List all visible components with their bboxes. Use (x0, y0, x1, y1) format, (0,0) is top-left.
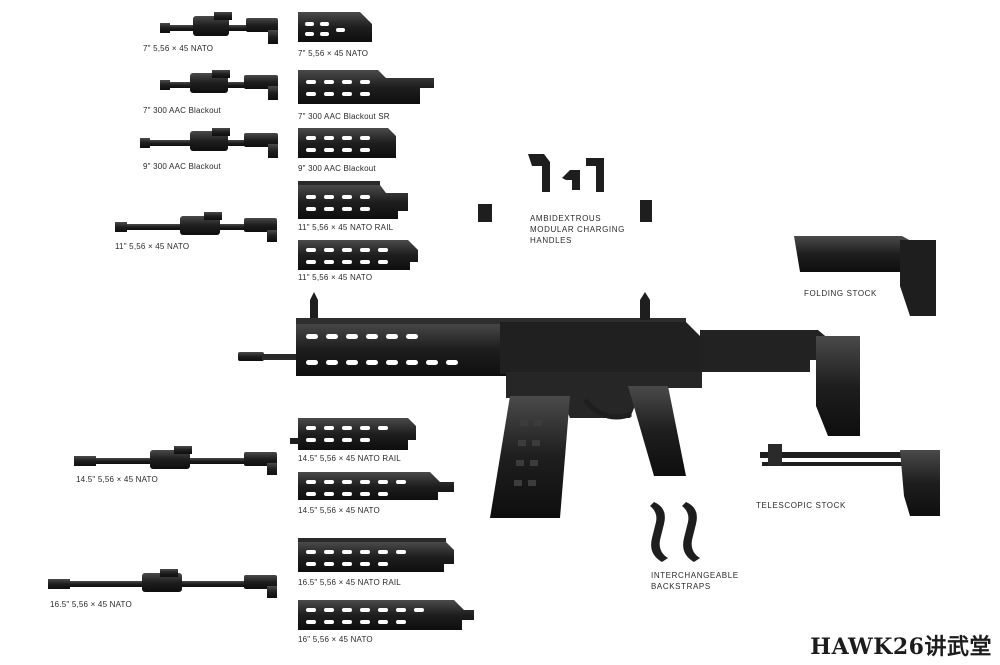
handguard-label-16-556: 16" 5,56 × 45 NATO (298, 635, 373, 644)
handguard-16-rail-image (298, 538, 454, 572)
telescopic-stock-image (760, 444, 940, 516)
barrel-label-9-300: 9" 300 AAC Blackout (143, 162, 221, 171)
handguard-label-11-rail: 11" 5,56 × 45 NATO RAIL (298, 223, 394, 232)
handguard-14-rail-image (290, 418, 416, 450)
charging-handles-image (478, 154, 652, 222)
handguard-14-556-image (298, 472, 454, 500)
barrel-16-556-image (48, 569, 277, 598)
handguard-11-556-image (298, 240, 418, 270)
barrel-11-556-image (115, 212, 277, 242)
barrel-label-14-556: 14.5" 5,56 × 45 NATO (76, 475, 158, 484)
handguard-label-7-556: 7" 5,56 × 45 NATO (298, 49, 369, 58)
handguard-label-14-556: 14.5" 5,56 × 45 NATO (298, 506, 380, 515)
rifle-image (238, 292, 860, 518)
backstraps-image (650, 502, 700, 562)
backstraps-label: INTERCHANGEABLE BACKSTRAPS (651, 571, 739, 591)
handguard-label-14-rail: 14.5" 5,56 × 45 NATO RAIL (298, 454, 401, 463)
barrel-label-16-556: 16.5" 5,56 × 45 NATO (50, 600, 132, 609)
handguard-label-7-300sr: 7" 300 AAC Blackout SR (298, 112, 390, 121)
handguard-9-300-image (298, 128, 396, 158)
handguard-11-rail-image (298, 181, 408, 219)
handguard-label-11-556: 11" 5,56 × 45 NATO (298, 273, 373, 282)
watermark: HAWK26讲武堂 (810, 634, 992, 660)
barrel-7-556-image (160, 12, 278, 44)
telescopic-stock-label: TELESCOPIC STOCK (756, 501, 846, 510)
barrel-label-7-556: 7" 5,56 × 45 NATO (143, 44, 214, 53)
folding-stock-image (794, 236, 936, 316)
barrel-7-300-image (160, 70, 278, 100)
charging-handles-label: AMBIDEXTROUS MODULAR CHARGING HANDLES (530, 214, 625, 245)
handguard-7-300sr-image (298, 70, 434, 104)
barrel-14-556-image (74, 446, 277, 475)
handguard-label-16-rail: 16.5" 5,56 × 45 NATO RAIL (298, 578, 401, 587)
handguard-7-556-image (298, 12, 372, 42)
folding-stock-label: FOLDING STOCK (804, 289, 877, 298)
barrel-label-7-300: 7" 300 AAC Blackout (143, 106, 221, 115)
handguard-label-9-300: 9" 300 AAC Blackout (298, 164, 376, 173)
handguard-16-556-image (298, 600, 474, 630)
barrel-label-11-556: 11" 5,56 × 45 NATO (115, 242, 190, 251)
barrel-9-300-image (140, 128, 278, 158)
